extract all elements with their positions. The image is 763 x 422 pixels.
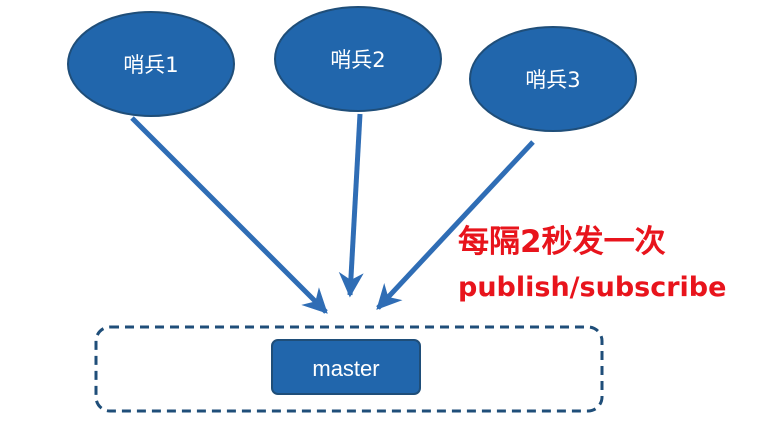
arrow-sentinel-1-to-master (130, 116, 328, 314)
master-group-border (94, 325, 604, 413)
sentinel-label-3: 哨兵3 (525, 68, 580, 92)
arrow-sentinel-3-to-master (376, 140, 535, 310)
interval-annotation: 每隔2秒发一次 (458, 224, 666, 260)
pubsub-annotation: publish/subscribe (458, 272, 726, 303)
arrow-sentinel-2-to-master (338, 113, 364, 298)
sentinel-label-1: 哨兵1 (123, 53, 178, 77)
sentinel-node-2: 哨兵2 (274, 6, 442, 112)
sentinel-label-2: 哨兵2 (330, 48, 385, 72)
sentinel-node-3: 哨兵3 (469, 26, 637, 132)
master-label: master (312, 356, 379, 381)
master-node: master (271, 339, 421, 395)
sentinel-node-1: 哨兵1 (67, 11, 235, 117)
